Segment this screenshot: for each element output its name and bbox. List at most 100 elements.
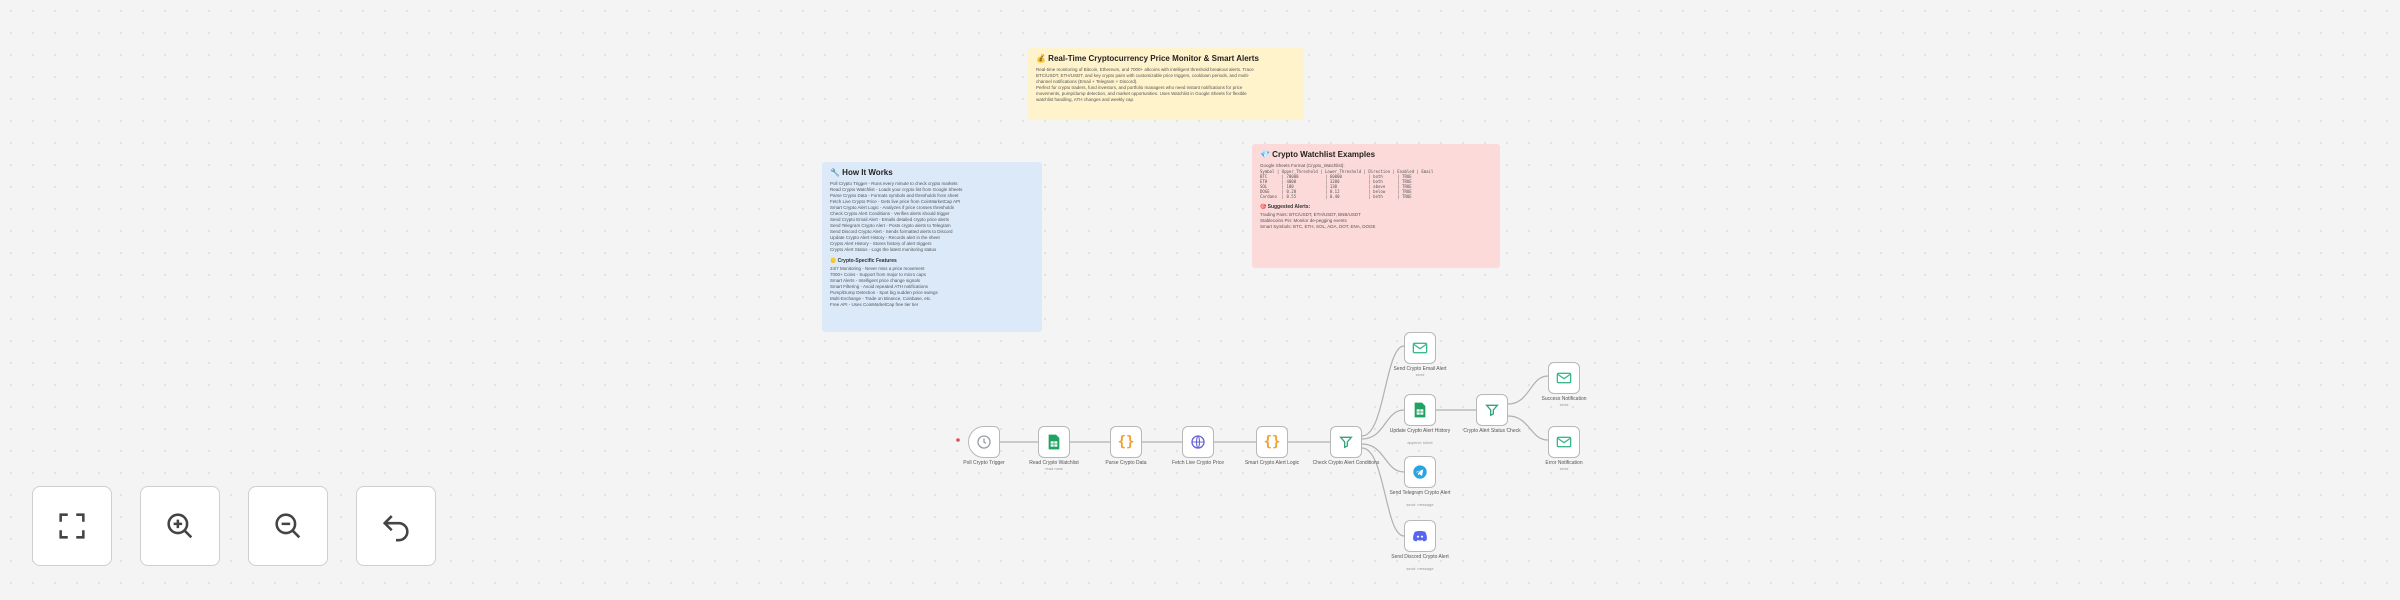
node-smart-crypto-alert-logic[interactable]: {} <box>1256 426 1288 458</box>
globe-icon <box>1191 435 1205 449</box>
note-line: Google Sheets Format (Crypto_Watchlist): <box>1260 163 1345 168</box>
note-line: watchlist handling, ATH changes and week… <box>1036 97 1135 102</box>
note-line: Send Discord Crypto Alert - Sends format… <box>830 229 953 234</box>
sticky-note-overview[interactable]: 💰 Real-Time Cryptocurrency Price Monitor… <box>1028 48 1304 120</box>
note-line: Smart Symbols: BTC, ETH, SOL, ADA, DOT, … <box>1260 224 1376 229</box>
connection-line <box>1507 415 1549 441</box>
connection-line <box>1507 375 1549 405</box>
filter-icon <box>1339 436 1353 449</box>
note-line: Poll Crypto Trigger - Runs every minute … <box>830 181 958 186</box>
connection-line <box>1361 443 1405 473</box>
node-subtitle: send: message <box>1406 566 1434 571</box>
node-fetch-live-crypto-price[interactable] <box>1182 426 1214 458</box>
watchlist-table: Symbol | Upper_Threshold | Lower_Thresho… <box>1260 169 1434 199</box>
node-label: Fetch Live Crypto Price <box>1172 460 1224 466</box>
sticky-note-how-it-works[interactable]: 🔧 How It Works Poll Crypto Trigger - Run… <box>822 162 1042 332</box>
telegram-icon <box>1413 465 1427 479</box>
node-crypto-alert-status-check[interactable] <box>1476 394 1508 426</box>
discord-icon <box>1413 531 1427 542</box>
note-line: Crypto Alert History - Stores history of… <box>830 241 932 246</box>
note-subtitle: 🪙 Crypto-Specific Features <box>830 258 897 264</box>
note-line: Send Telegram Crypto Alert - Posts crypt… <box>830 223 951 228</box>
trigger-indicator-dot <box>956 438 960 442</box>
google-sheets-icon <box>1048 434 1060 450</box>
note-line: Update Crypto Alert History - Records al… <box>830 235 940 240</box>
node-subtitle: read rows <box>1045 466 1063 471</box>
node-success-notification[interactable] <box>1548 362 1580 394</box>
note-title: 🔧 How It Works <box>830 168 893 177</box>
undo-icon <box>382 515 409 542</box>
node-read-crypto-watchlist[interactable] <box>1038 426 1070 458</box>
note-subtitle: 🎯 Suggested Alerts: <box>1260 204 1311 210</box>
node-label: Success Notification <box>1541 396 1587 402</box>
note-line: Read Crypto Watchlist - Loads your crypt… <box>830 187 963 192</box>
node-subtitle: send <box>1415 372 1425 377</box>
note-line: Smart Filtering - Avoid repeated ATH not… <box>830 284 928 289</box>
node-parse-crypto-data[interactable]: {} <box>1110 426 1142 458</box>
zoom-out-button[interactable] <box>248 486 328 566</box>
note-line: Pump/Dump Detection - Spot big sudden pr… <box>830 290 938 295</box>
sticky-note-watchlist-examples[interactable]: 💎 Crypto Watchlist Examples Google Sheet… <box>1252 144 1500 268</box>
node-subtitle: send: message <box>1406 502 1434 507</box>
note-line: 24/7 Monitoring - Never miss a price mov… <box>830 266 925 271</box>
connection-line <box>1361 447 1405 537</box>
note-line: Stablecoins Pin: Monitor de-pegging even… <box>1260 218 1347 223</box>
node-label: Crypto Alert Status Check <box>1463 428 1521 434</box>
connection-line <box>1361 345 1405 437</box>
note-line: Smart Crypto Alert Logic - Analyzes if p… <box>830 205 955 210</box>
node-label: Poll Crypto Trigger <box>963 460 1005 466</box>
note-line: Real-time monitoring of Bitcoin, Ethereu… <box>1036 67 1254 72</box>
note-line: Perfect for crypto traders, fund investo… <box>1036 85 1243 90</box>
note-line: Parse Crypto Data - Formats symbols and … <box>830 193 959 198</box>
node-update-crypto-alert-history[interactable] <box>1404 394 1436 426</box>
node-label: Send Crypto Email Alert <box>1393 366 1447 372</box>
node-label: Update Crypto Alert History <box>1389 428 1451 434</box>
note-line: Trading Pairs: BTC/USDT, ETH/USDT, BNB/U… <box>1260 212 1361 217</box>
node-label: Send Telegram Crypto Alert <box>1389 490 1451 496</box>
node-label: Send Discord Crypto Alert <box>1391 554 1449 560</box>
zoom-in-button[interactable] <box>140 486 220 566</box>
note-line: Free API - Uses CoinMarketCap free tier … <box>830 302 919 307</box>
fit-view-button[interactable] <box>32 486 112 566</box>
code-braces-icon: {} <box>1117 434 1135 450</box>
node-label: Smart Crypto Alert Logic <box>1244 460 1300 466</box>
node-label: Error Notification <box>1545 460 1583 466</box>
node-send-crypto-email-alert[interactable] <box>1404 332 1436 364</box>
note-line: 7000+ Coins - Support from major to micr… <box>830 272 926 277</box>
node-label: Read Crypto Watchlist <box>1029 460 1079 466</box>
node-send-discord-crypto-alert[interactable] <box>1404 520 1436 552</box>
email-icon <box>1412 342 1428 354</box>
node-send-telegram-crypto-alert[interactable] <box>1404 456 1436 488</box>
note-title: 💰 Real-Time Cryptocurrency Price Monitor… <box>1036 54 1259 63</box>
note-line: Multi-Exchange - Trade on Binance, Coinb… <box>830 296 932 301</box>
node-error-notification[interactable] <box>1548 426 1580 458</box>
email-icon <box>1556 436 1572 448</box>
note-line: Smart Alerts - Intelligent price change … <box>830 278 921 283</box>
note-line: movements, pump/dump detection, and mark… <box>1036 91 1247 96</box>
node-label: Check Crypto Alert Conditions <box>1312 460 1380 466</box>
note-line: Fetch Live Crypto Price - Gets live pric… <box>830 199 961 204</box>
zoom-out-icon <box>275 513 301 539</box>
note-line: channel notifications (Email + Telegram … <box>1036 79 1138 84</box>
node-label: Parse Crypto Data <box>1105 460 1147 466</box>
google-sheets-icon <box>1414 402 1426 418</box>
note-line: BTC/USDT, ETH/USDT, and key crypto pairs… <box>1036 73 1250 78</box>
note-line: Send Crypto Email Alert - Emails detaile… <box>830 217 950 222</box>
email-icon <box>1556 372 1572 384</box>
fit-view-icon <box>59 513 85 539</box>
note-line: Check Crypto Alert Conditions - Verifies… <box>830 211 950 216</box>
filter-icon <box>1485 404 1499 417</box>
connection-line <box>1361 409 1405 440</box>
node-check-crypto-alert-conditions[interactable] <box>1330 426 1362 458</box>
zoom-in-icon <box>167 513 193 539</box>
clock-icon <box>977 435 991 449</box>
note-title: 💎 Crypto Watchlist Examples <box>1260 150 1376 159</box>
node-poll-crypto-trigger[interactable] <box>968 426 1000 458</box>
undo-button[interactable] <box>356 486 436 566</box>
node-subtitle: append: sheet <box>1407 440 1433 445</box>
node-subtitle: send <box>1559 466 1569 471</box>
note-line: Crypto Alert Status - Logs the latest mo… <box>830 247 937 252</box>
code-braces-icon: {} <box>1263 434 1281 450</box>
node-subtitle: send <box>1559 402 1569 407</box>
